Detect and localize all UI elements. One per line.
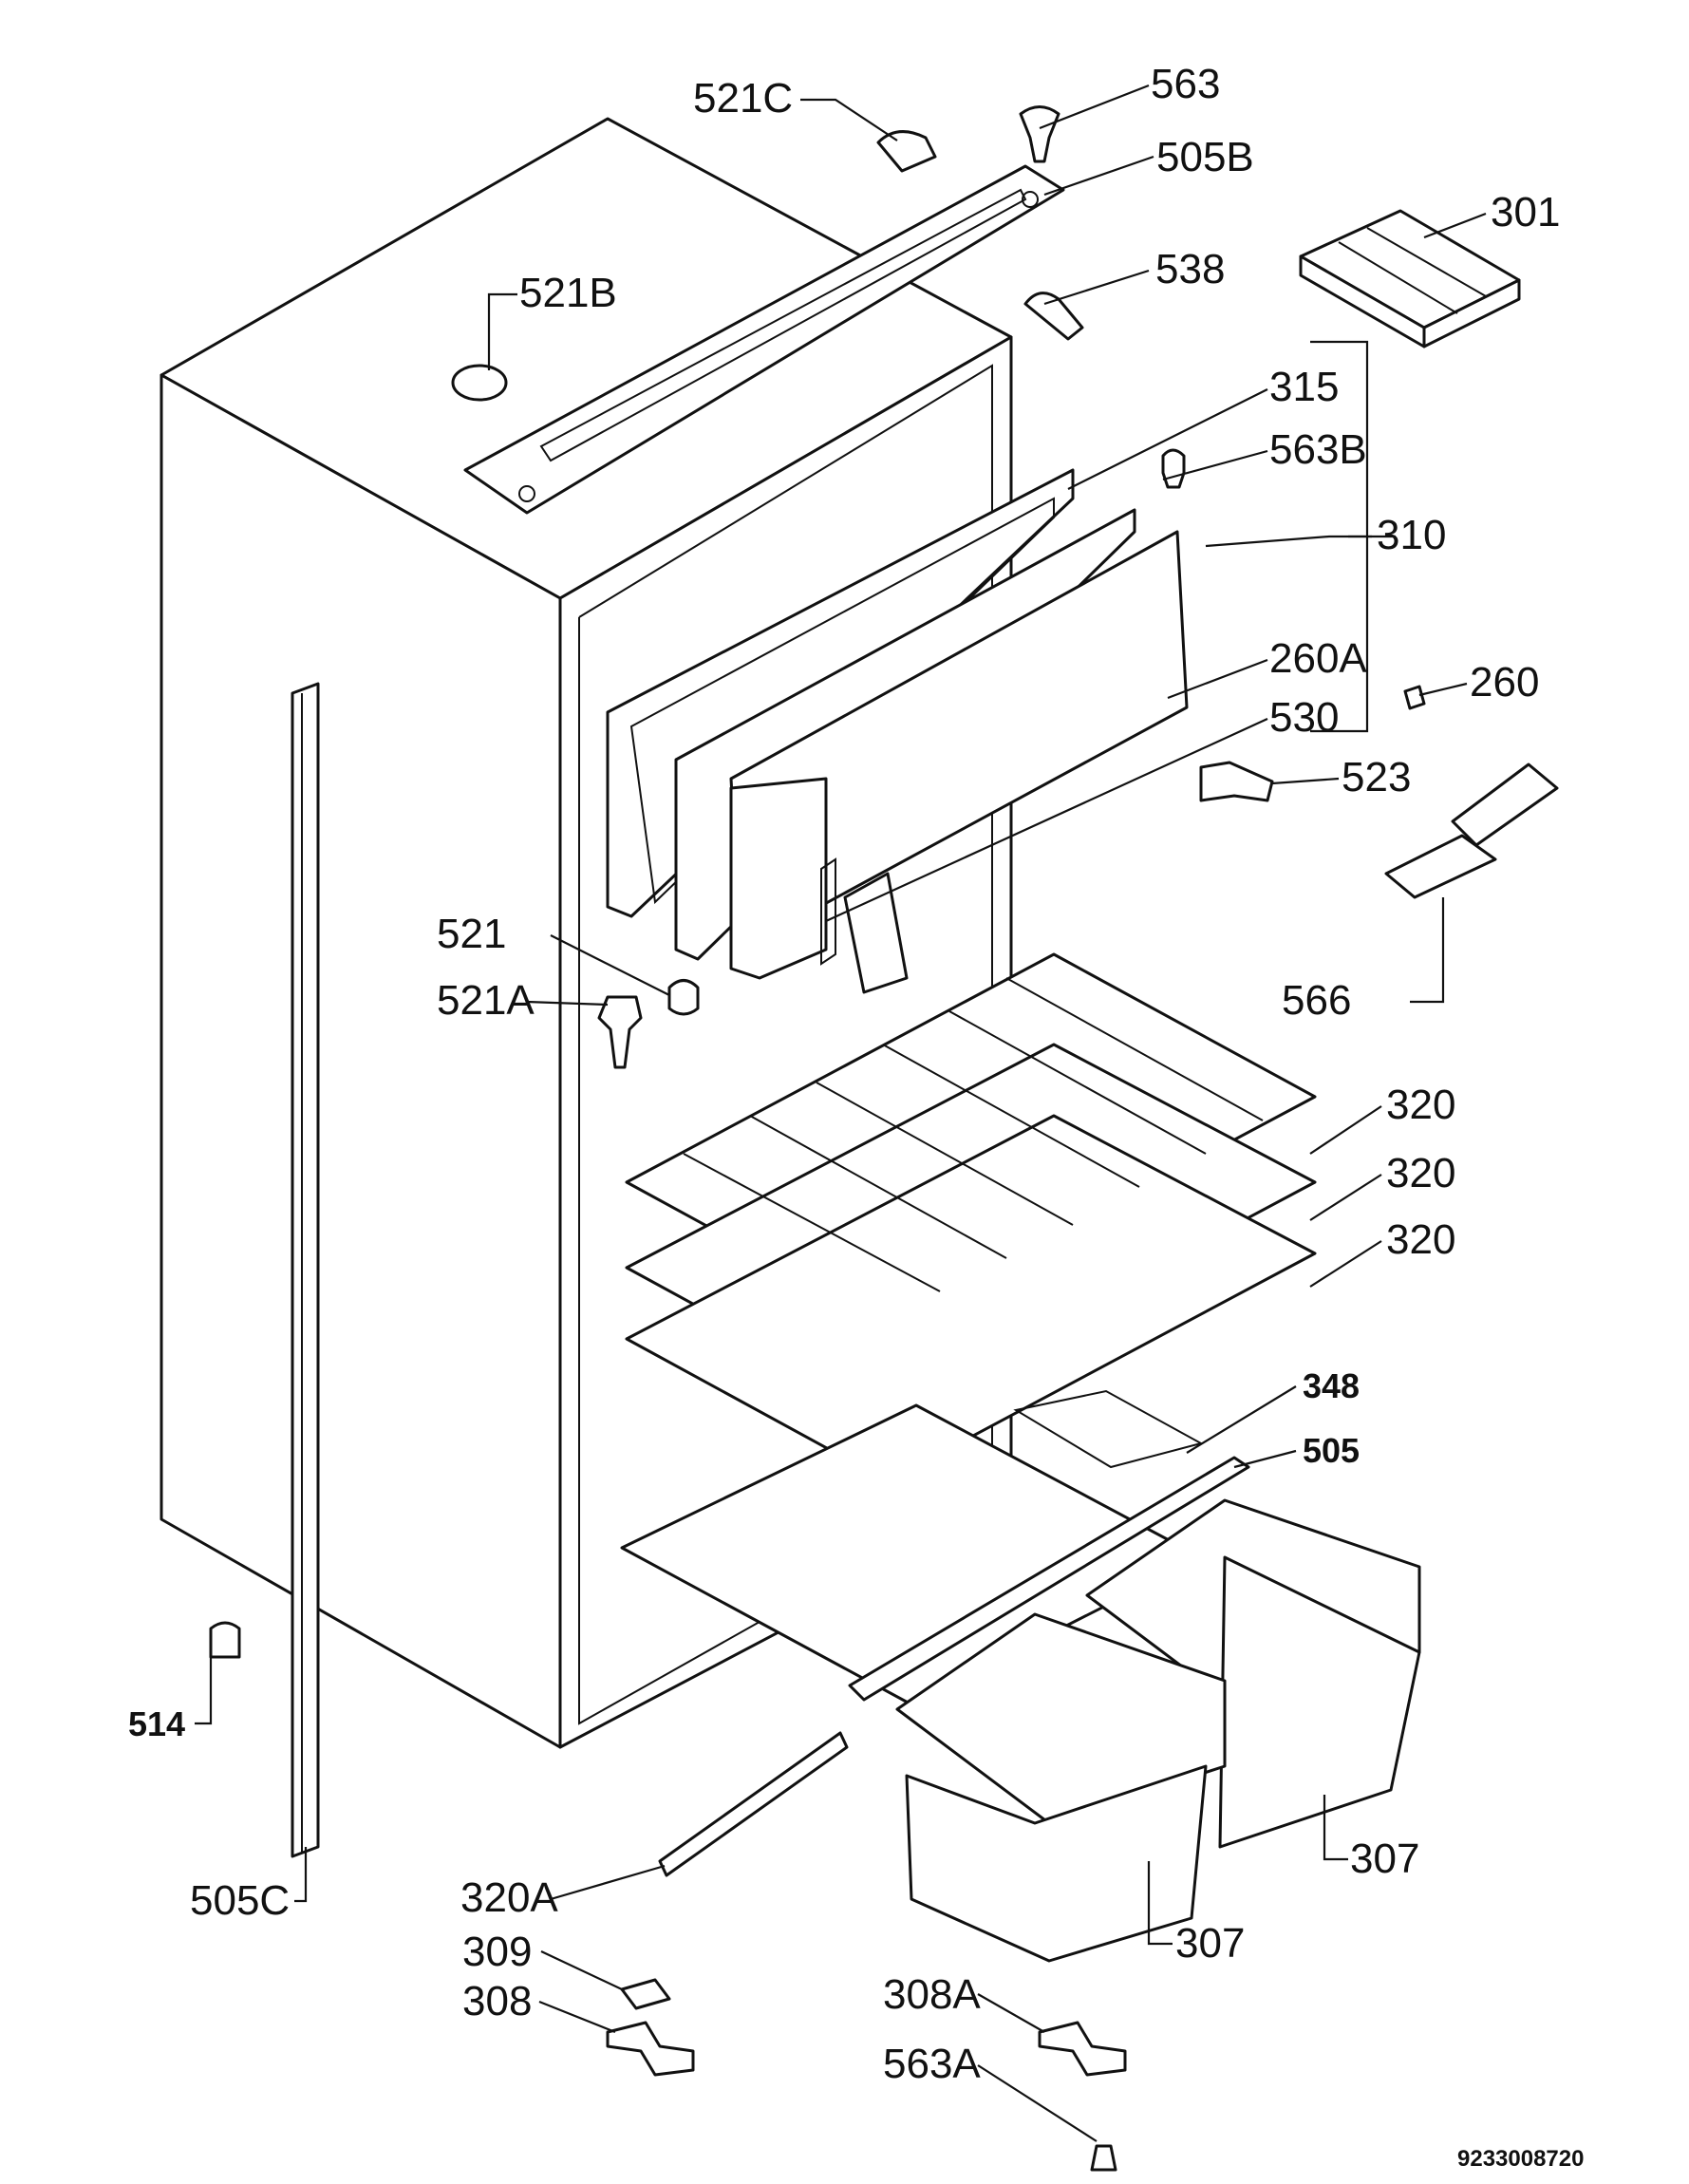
- lamp-holder-523: [1199, 761, 1274, 802]
- crisper-drawer-307-right: [1085, 1498, 1421, 1849]
- callout-566: 566: [1282, 977, 1351, 1024]
- plug-563b: [1161, 448, 1186, 489]
- callout-320-middle: 320: [1386, 1150, 1455, 1196]
- top-trim-bar-505b: [463, 164, 1065, 515]
- callout-307-right: 307: [1350, 1836, 1419, 1882]
- bracket-308a: [1038, 2021, 1127, 2077]
- wire-shelves-320: [625, 952, 1317, 1483]
- callout-301: 301: [1491, 189, 1560, 235]
- seal-strip-505: [848, 1456, 1250, 1702]
- bracket-308: [606, 2021, 695, 2077]
- ice-scraper-566: [1384, 763, 1559, 899]
- callout-348: 348: [1303, 1366, 1360, 1405]
- callout-563a: 563A: [883, 2041, 981, 2087]
- callout-505b: 505B: [1156, 134, 1254, 180]
- block-309: [620, 1978, 671, 2010]
- callout-523: 523: [1342, 754, 1411, 800]
- callout-260a: 260A: [1269, 635, 1367, 682]
- freezer-door-assembly-310: [606, 468, 1189, 994]
- screw-563: [1019, 105, 1060, 163]
- document-number: 9233008720: [1457, 2146, 1584, 2172]
- crisper-drawer-307-left: [895, 1612, 1227, 1963]
- clip-260: [1403, 685, 1426, 710]
- screw-563a: [1090, 2144, 1117, 2172]
- rail-320a: [658, 1731, 849, 1877]
- callout-521a: 521A: [437, 977, 535, 1024]
- callout-308: 308: [462, 1978, 532, 2024]
- cap-521b: [451, 364, 508, 402]
- leader-lines: [195, 84, 1487, 2142]
- callout-514: 514: [128, 1704, 185, 1743]
- callout-521b: 521B: [519, 270, 617, 316]
- callout-505c: 505C: [190, 1877, 290, 1924]
- hinge-538: [1023, 292, 1084, 341]
- cap-521: [667, 979, 700, 1016]
- callout-315: 315: [1269, 364, 1339, 410]
- ice-cube-tray-301: [1299, 209, 1521, 348]
- callout-538: 538: [1155, 246, 1225, 292]
- callout-505: 505: [1303, 1431, 1360, 1470]
- callout-320-bottom: 320: [1386, 1216, 1455, 1263]
- door-seal-strip-505c: [291, 682, 320, 1858]
- callout-307-left: 307: [1175, 1920, 1245, 1967]
- callout-530: 530: [1269, 694, 1339, 741]
- callout-563b: 563B: [1269, 426, 1367, 473]
- plug-521a: [597, 995, 643, 1069]
- foot-514: [209, 1621, 241, 1659]
- callout-260: 260: [1470, 659, 1539, 706]
- callout-521: 521: [437, 911, 506, 957]
- callout-308a: 308A: [883, 1971, 981, 2018]
- callout-310: 310: [1377, 512, 1446, 558]
- callout-563: 563: [1151, 61, 1220, 107]
- callout-521c: 521C: [693, 75, 793, 122]
- cap-521c: [876, 130, 937, 173]
- callout-309: 309: [462, 1929, 532, 1975]
- callout-320a: 320A: [460, 1874, 558, 1921]
- callout-320-top: 320: [1386, 1082, 1455, 1128]
